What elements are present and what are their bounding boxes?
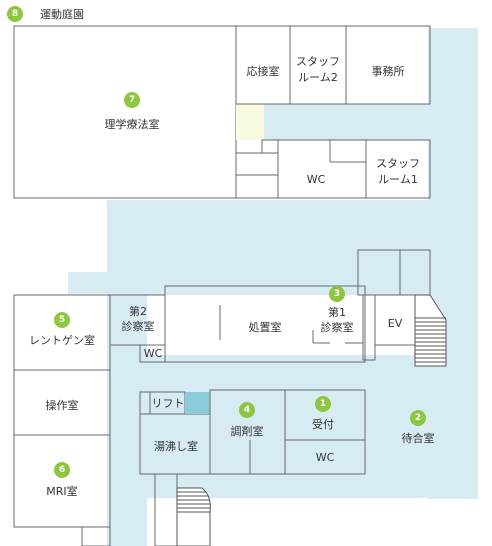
label-office: 事務所 [372,64,405,78]
stairs-east [414,294,447,367]
room-wc-bottom [284,439,366,475]
label-waiting: 待合室 [402,431,435,445]
marker-8 [7,6,23,22]
label-staff2-line1: スタッフ [296,55,340,68]
marker-5 [54,312,70,328]
marker-7 [124,92,140,108]
room-purple-mri-bottom [81,526,111,546]
rooms [13,25,431,546]
marker-6-number: 6 [59,465,65,475]
label-control: 操作室 [46,398,79,412]
label-pharmacy: 調剤室 [231,424,264,438]
label-reception: 受付 [312,418,334,431]
marker-2 [410,410,426,426]
room-mri [13,434,111,528]
label-wc-bottom: WC [316,451,335,464]
room-treatment [164,285,366,363]
label-wc-small: WC [144,347,163,360]
marker-2-number: 2 [415,413,421,423]
label-exam1-line2: 診察室 [321,320,354,334]
label-wc-top: WC [307,173,326,186]
room-office [345,25,431,105]
label-reception-room: 応接室 [247,64,280,78]
marker-5-number: 5 [59,315,65,325]
label-xray: レントゲン室 [29,333,95,347]
marker-8-number: 8 [12,9,18,19]
room-rehab-notch [236,104,264,140]
marker-4-number: 4 [244,405,250,415]
label-staff2-line2: ルーム2 [298,71,338,84]
corridor-upper [262,104,430,140]
room-purple-small-top [261,139,279,154]
corridor-north-link [107,200,430,295]
legend-garden: 8 運動庭園 [7,6,84,22]
label-bath: 湯沸し室 [154,439,198,453]
room-teal-small-a [235,152,279,176]
label-rehab: 理学療法室 [105,117,160,131]
label-treatment: 処置室 [249,320,282,334]
corridor-east-top [428,28,478,54]
marker-1 [315,396,331,412]
marker-4 [239,402,255,418]
marker-3 [329,286,345,302]
label-staff1-line2: ルーム1 [378,173,418,186]
marker-1-number: 1 [320,399,326,409]
label-ev: EV [388,317,403,330]
corridor-top-annex [68,272,110,294]
marker-7-number: 7 [129,95,135,105]
marker-3-number: 3 [334,289,340,299]
stairs-southwest [176,487,211,546]
marker-6 [54,462,70,478]
room-labels: 7 理学療法室 応接室 スタッフ ルーム2 事務所 WC スタッフ ルーム1 第… [29,55,435,498]
stairs-southwest-outline [176,487,211,546]
legend-garden-label: 運動庭園 [40,7,84,21]
room-wc-top [277,139,367,199]
room-teal-small-b [235,174,279,199]
label-mri: MRI室 [46,484,77,498]
label-exam1-line1: 第1 [328,305,346,319]
room-rehab [13,25,237,199]
label-staff1-line1: スタッフ [376,157,420,170]
room-bath-upper [185,392,210,414]
label-exam2-line1: 第2 [129,304,147,318]
room-xray [13,294,111,371]
room-staff1 [365,139,431,199]
label-lift: リフト [152,397,185,410]
label-exam2-line2: 診察室 [122,319,155,333]
corridor-south [107,355,437,498]
wall-lines [219,140,366,474]
